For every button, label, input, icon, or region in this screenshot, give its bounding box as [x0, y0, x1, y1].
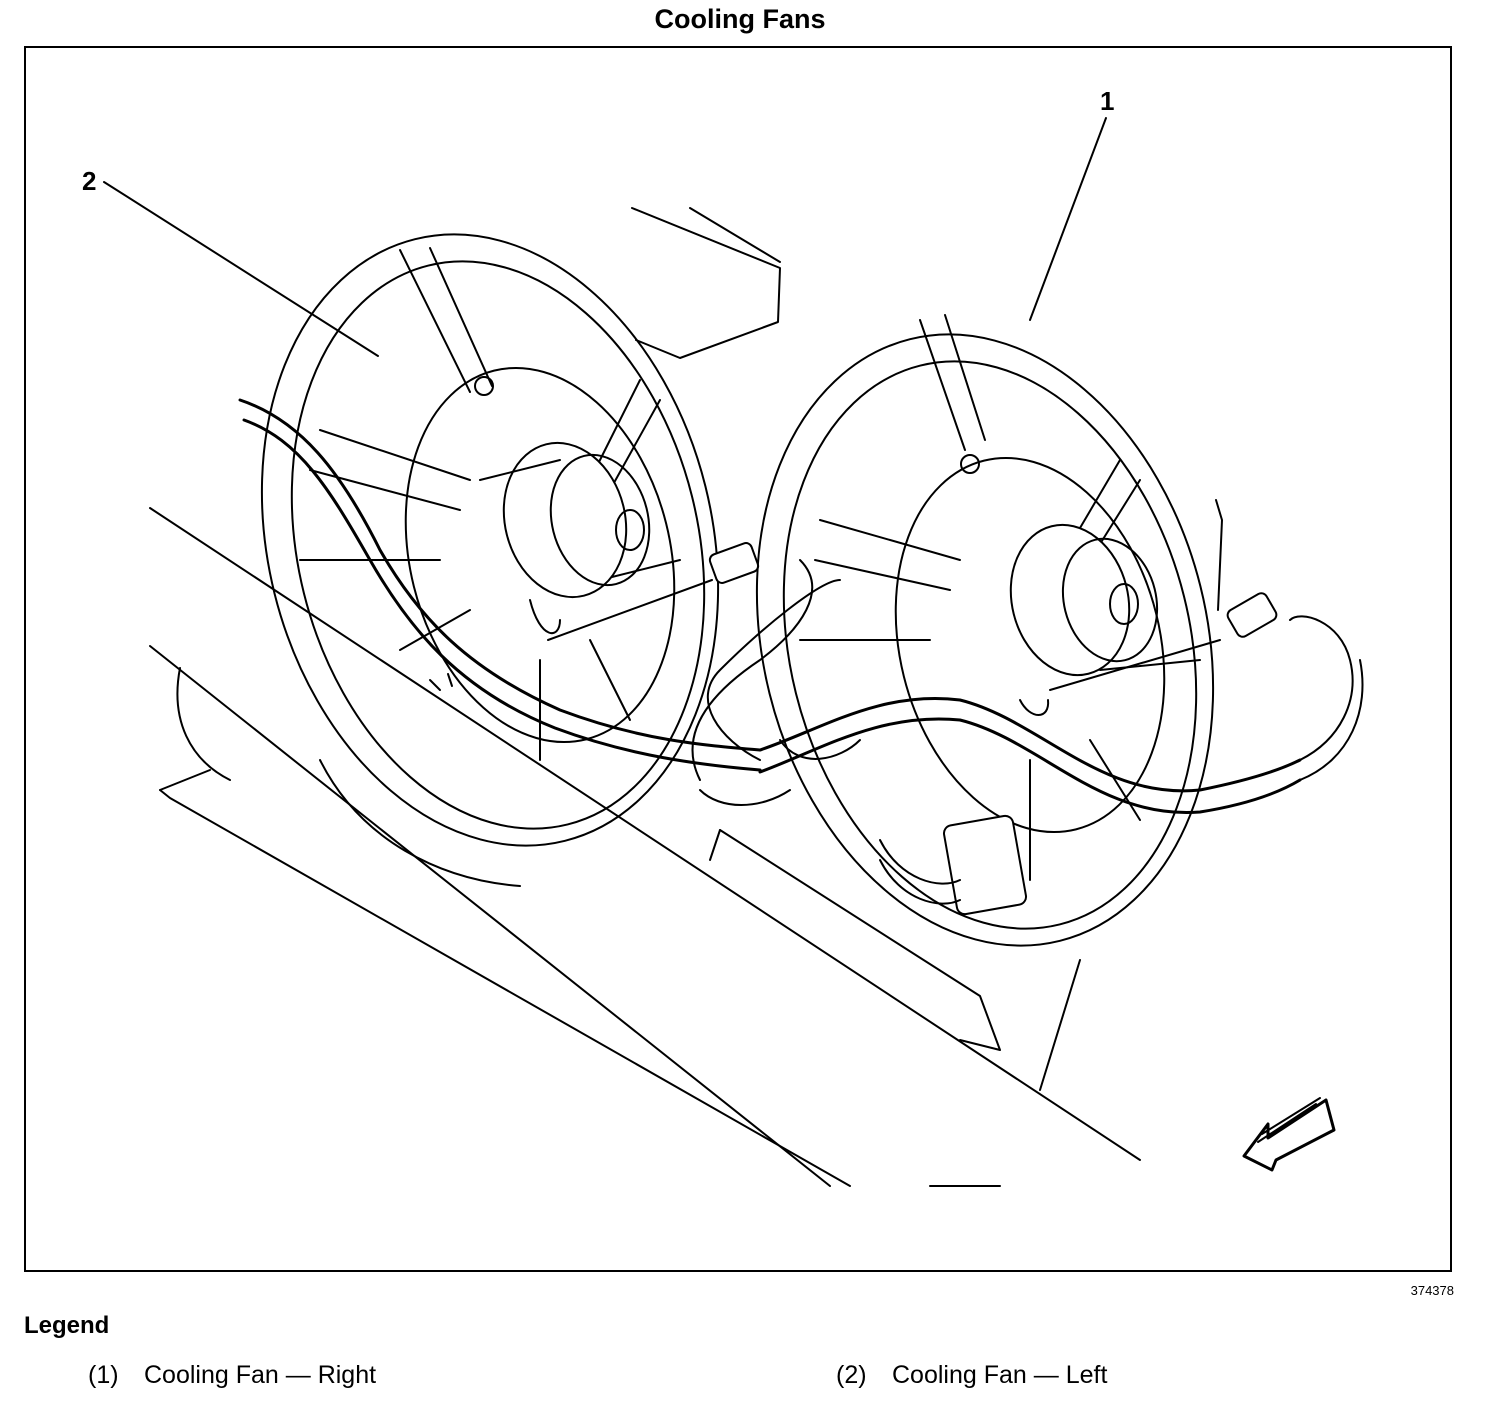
- diagram-title: Cooling Fans: [654, 4, 826, 34]
- wiring-harness: [238, 398, 1364, 916]
- legend-title: Legend: [24, 1312, 110, 1339]
- figure-id: 374378: [1410, 1283, 1454, 1298]
- callout-2: 2: [82, 166, 96, 196]
- figure-frame: [24, 46, 1452, 1272]
- radiator-shroud: [149, 207, 1223, 1187]
- legend-item-number: (2): [836, 1361, 867, 1389]
- legend-item-number: (1): [88, 1361, 119, 1389]
- cooling-fans-illustration: 1 2: [82, 86, 1364, 1187]
- cooling-fan-left: [260, 233, 720, 847]
- legend-item-1: (1) Cooling Fan — Right: [88, 1361, 376, 1390]
- forward-arrow-icon: [1242, 1097, 1336, 1172]
- callout-1: 1: [1100, 86, 1114, 116]
- legend-item-label: Cooling Fan — Right: [144, 1361, 377, 1389]
- cooling-fan-right: [755, 314, 1215, 947]
- legend-item-2: (2) Cooling Fan — Left: [836, 1361, 1107, 1390]
- legend-item-label: Cooling Fan — Left: [892, 1361, 1108, 1389]
- leader-lines: [103, 117, 1221, 691]
